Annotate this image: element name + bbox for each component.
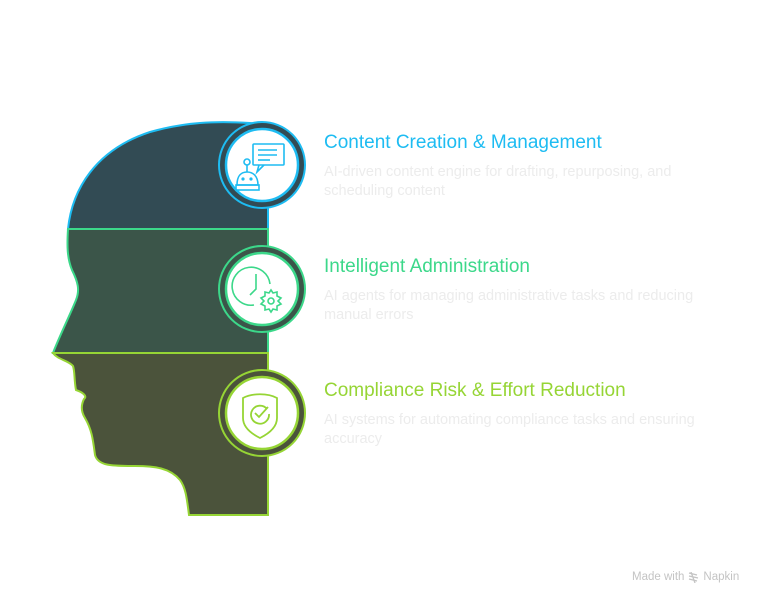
icon-badge-3 [218, 369, 306, 457]
shield-check-icon [242, 393, 278, 440]
head-segment-middle [51, 228, 269, 354]
section-title: Compliance Risk & Effort Reduction [324, 380, 626, 401]
icon-badge-1 [218, 121, 306, 209]
robot-chat-icon [235, 143, 285, 191]
head-segment-top [66, 121, 269, 230]
napkin-watermark[interactable]: Made with Napkin [632, 571, 739, 583]
section-content-creation: Content Creation & Management AI-driven … [324, 132, 724, 201]
section-title: Intelligent Administration [324, 256, 530, 277]
icon-badge-2 [218, 245, 306, 333]
napkin-logo-icon [689, 571, 699, 583]
section-description: AI-driven content engine for drafting, r… [324, 164, 672, 199]
clock-gear-icon [231, 266, 283, 314]
made-with-label: Made with [632, 571, 685, 583]
section-description: AI agents for managing administrative ta… [324, 288, 694, 323]
section-intelligent-administration: Intelligent Administration AI agents for… [324, 256, 724, 325]
head-segment-bottom [51, 352, 269, 516]
section-description: AI systems for automating compliance tas… [324, 412, 695, 447]
section-compliance: Compliance Risk & Effort Reduction AI sy… [324, 380, 724, 449]
section-title: Content Creation & Management [324, 132, 602, 153]
napkin-brand: Napkin [703, 571, 740, 583]
